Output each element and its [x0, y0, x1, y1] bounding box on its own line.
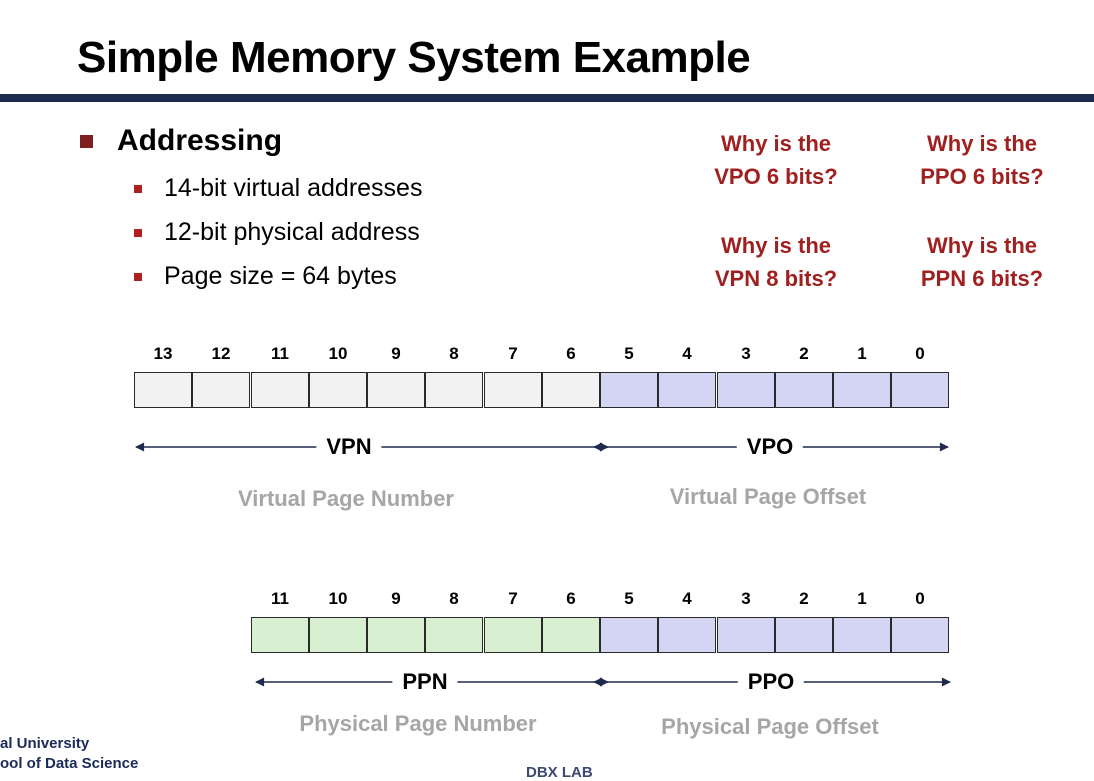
bit-number: 8	[449, 344, 459, 363]
bit-number: 2	[799, 344, 809, 363]
bit-number: 11	[271, 344, 289, 363]
lab-label: DBX LAB	[526, 764, 593, 781]
bit-number: 1	[857, 344, 867, 363]
bit-number: 5	[624, 344, 634, 363]
bullet-square-icon	[80, 134, 93, 148]
vpo-bit-cell	[775, 372, 833, 408]
vpn-bit-cell	[484, 372, 542, 408]
vpo-bit-cell	[658, 372, 716, 408]
bit-number: 8	[449, 589, 459, 608]
bit-number: 3	[741, 344, 751, 363]
ppn-ppo-arrows	[255, 677, 951, 687]
bit-number: 12	[211, 344, 231, 363]
ppn-bit-cell	[542, 617, 600, 653]
question-line: Why is the	[926, 131, 1037, 156]
vpn-bit-cell	[134, 372, 192, 408]
main-bullet: Addressing	[80, 124, 282, 158]
vpn-vpo-arrows	[135, 442, 949, 452]
bullet-square-icon	[134, 184, 142, 193]
bit-number: 7	[508, 344, 518, 363]
sub-bullet: 12-bit physical address	[134, 218, 420, 247]
question-line: VPN 8 bits?	[714, 266, 838, 291]
ppn-bit-cell	[367, 617, 425, 653]
question-line: VPO 6 bits?	[714, 164, 838, 189]
question-line: Why is the	[926, 233, 1037, 258]
vpn-bit-cell	[192, 372, 250, 408]
bit-number: 4	[682, 344, 692, 363]
vpo-bit-cell	[891, 372, 949, 408]
sub-bullet-text: 12-bit physical address	[164, 218, 420, 246]
ppn-bit-cell	[484, 617, 542, 653]
bit-number: 10	[328, 589, 348, 608]
bit-number: 11	[271, 589, 289, 608]
ppo-bit-cell	[891, 617, 949, 653]
vpn-label: VPN	[316, 434, 382, 460]
ppo-bit-cell	[600, 617, 658, 653]
ppn-bit-cell	[251, 617, 309, 653]
vpo-bit-cell	[833, 372, 891, 408]
bit-number: 9	[391, 589, 401, 608]
sub-bullet-text: 14-bit virtual addresses	[164, 174, 423, 202]
ppo-bit-cell	[658, 617, 716, 653]
vpn-bit-cell	[251, 372, 309, 408]
bit-number: 6	[566, 344, 576, 363]
bit-number: 6	[566, 589, 576, 608]
question-vpo: Why is the VPO 6 bits?	[681, 127, 871, 193]
bit-number: 10	[328, 344, 348, 363]
ppn-label: PPN	[392, 669, 458, 695]
slide-title: Simple Memory System Example	[77, 33, 751, 82]
footer-line: al University	[0, 735, 90, 752]
ppo-label: PPO	[737, 669, 805, 695]
question-ppo: Why is the PPO 6 bits?	[887, 127, 1077, 193]
vpo-bit-cell	[717, 372, 775, 408]
ppn-description: Physical Page Number	[299, 711, 537, 736]
bit-number: 7	[508, 589, 518, 608]
bit-number: 0	[915, 589, 925, 608]
vpn-bit-cell	[542, 372, 600, 408]
ppo-description: Physical Page Offset	[661, 714, 879, 739]
ppo-bit-cell	[775, 617, 833, 653]
question-vpn: Why is the VPN 8 bits?	[681, 229, 871, 295]
bit-number: 2	[799, 589, 809, 608]
question-ppn: Why is the PPN 6 bits?	[887, 229, 1077, 295]
vpn-bit-cell	[425, 372, 483, 408]
university-logo-text: al University ool of Data Science	[0, 734, 138, 774]
ppo-bit-cell	[833, 617, 891, 653]
ppo-bit-cell	[717, 617, 775, 653]
sub-bullet-text: Page size = 64 bytes	[164, 262, 397, 290]
bullet-square-icon	[134, 272, 142, 281]
ppn-bit-cell	[309, 617, 367, 653]
question-line: PPO 6 bits?	[920, 164, 1044, 189]
vpn-bit-cell	[309, 372, 367, 408]
bit-number: 9	[391, 344, 401, 363]
sub-bullet: Page size = 64 bytes	[134, 262, 397, 291]
bit-number: 1	[857, 589, 867, 608]
question-line: Why is the	[720, 233, 831, 258]
bit-number: 5	[624, 589, 634, 608]
ppn-bit-cell	[425, 617, 483, 653]
bullet-square-icon	[134, 228, 142, 237]
vpn-bit-cell	[367, 372, 425, 408]
title-divider	[0, 94, 1094, 102]
bit-number: 4	[682, 589, 692, 608]
bit-number: 0	[915, 344, 925, 363]
bit-number: 3	[741, 589, 751, 608]
sub-bullet: 14-bit virtual addresses	[134, 174, 422, 203]
question-line: Why is the	[720, 131, 831, 156]
main-bullet-text: Addressing	[117, 124, 283, 157]
vpn-description: Virtual Page Number	[238, 486, 454, 511]
bit-number: 13	[153, 344, 173, 363]
question-line: PPN 6 bits?	[920, 266, 1044, 291]
vpo-description: Virtual Page Offset	[669, 484, 867, 509]
vpo-bit-cell	[600, 372, 658, 408]
footer-line: ool of Data Science	[0, 755, 139, 772]
vpo-label: VPO	[736, 434, 804, 460]
